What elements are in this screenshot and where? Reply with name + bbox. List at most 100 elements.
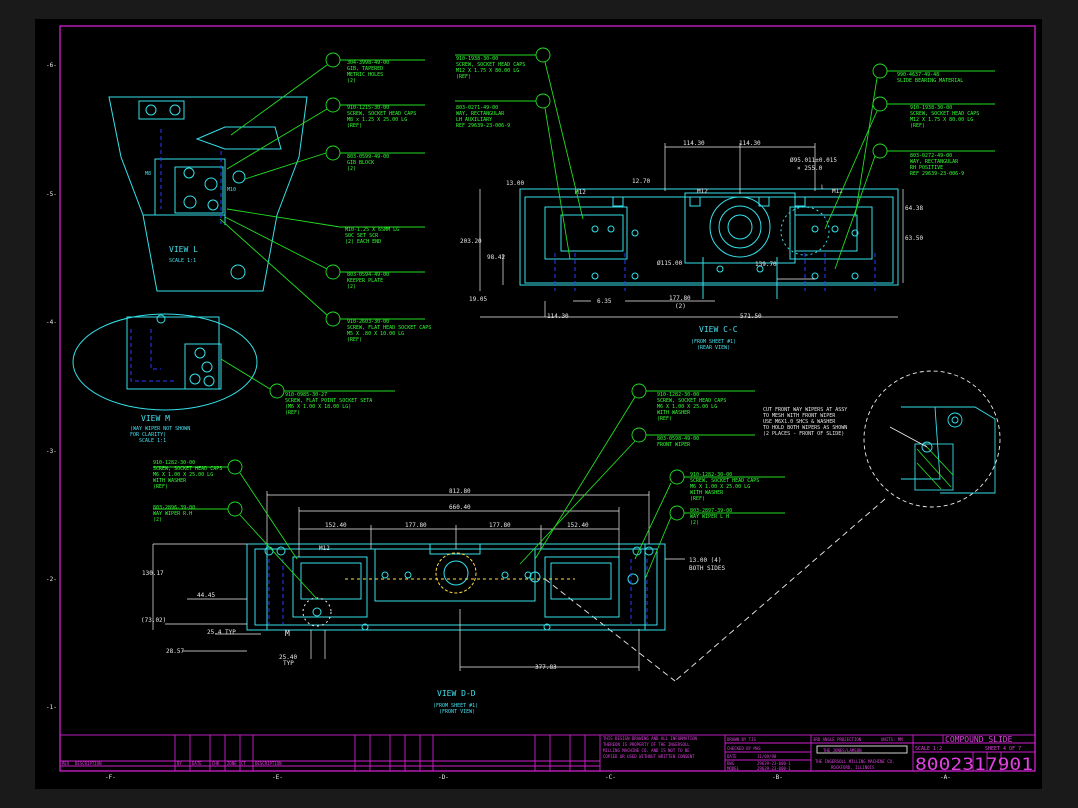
note-line: REF 29639-23-006-9 [456, 123, 510, 129]
view-cc-dim-text: 114.30 114.30 12.70 13.00 M12 M12 M12 Ø9… [460, 140, 923, 320]
model-value: 29639-23-000-1 [757, 766, 791, 771]
drawing-sheet: -6- -5- -4- -3- -2- -1- -F- -E- -D- -C- … [35, 19, 1042, 789]
dimension: 44.45 [197, 592, 215, 599]
detail-label: L [821, 184, 825, 191]
note-line: M10-1.25 X 65MM LG [345, 227, 399, 233]
view-dd [246, 543, 666, 631]
view-l-leaders [219, 52, 425, 327]
proprietary-note: MILLING MACHINE CO. AND IS NOT TO BE [603, 748, 690, 753]
view-cc-labels: VIEW C-C (FROM SHEET #1) (REAR VIEW) [691, 325, 738, 351]
dimension: 812.80 [449, 488, 471, 495]
note-line: WITH WASHER [690, 490, 724, 496]
rev-header: DESCRIPTION [255, 761, 282, 766]
rev-header: DATE [192, 761, 202, 766]
rev-header: DESCRIPTION [75, 761, 102, 766]
view-subtitle: (FROM SHEET #1) [433, 703, 478, 709]
note-line: M6 X 1.00 X 25.00 LG [153, 472, 213, 478]
view-dd-labels: VIEW D-D (FROM SHEET #1) (FRONT VIEW) [433, 689, 478, 715]
dimension: Ø115.00 [657, 260, 683, 267]
view-note: FOR CLARITY) [130, 432, 166, 438]
dimension: 114.30 [739, 140, 761, 147]
note-line: (REF) [153, 484, 168, 490]
view-subtitle: (FROM SHEET #1) [691, 339, 736, 345]
note-line: 990-4637-49-48 [897, 72, 939, 78]
note-line: M6 X 1.00 X 25.00 LG [657, 404, 717, 410]
cut-note: CUT FRONT WAY WIPERS AT ASSY TO MESH WIT… [763, 407, 847, 437]
note-line: (2) [347, 166, 356, 172]
note-line: SCREW, SOCKET HEAD CAPS [347, 111, 416, 117]
note-line: GIB, TAPERED [347, 66, 383, 72]
dimension: 12.70 [632, 178, 650, 185]
dimension: 377.83 [535, 664, 557, 671]
thread-label: M10 [227, 187, 236, 193]
thread-label: M12 [697, 188, 708, 195]
note-line: (2) EACH END [345, 239, 381, 245]
note-line: SCREW, SOCKET HEAD CAPS [153, 466, 222, 472]
note-line: FRONT WIPER [657, 442, 691, 448]
note-line: USE M6X1.0 SHCS & WASHER [763, 419, 836, 425]
note-line: (REF) [657, 416, 672, 422]
dimension: × 255.0 [797, 165, 823, 172]
view-l [108, 96, 308, 292]
dimension: 114.30 [683, 140, 705, 147]
note-line: 910-1938-30-00 [456, 56, 498, 62]
note-line: WAY, RECTANGULAR [456, 111, 505, 117]
view-m-callout: 910-0985-30-27 SCREW, FLAT POINT SOCKET … [285, 392, 372, 416]
note-line: WITH WASHER [657, 410, 691, 416]
note-line: SCREW, FLAT HEAD SOCKET CAPS [347, 325, 431, 331]
dimension: 64.38 [905, 205, 923, 212]
dimension: 98.42 [487, 254, 505, 261]
note-line: M5 X .80 X 10.00 LG [347, 331, 404, 337]
zone-label: -D- [438, 774, 449, 781]
zone-label: -C- [605, 774, 616, 781]
note-line: RH POSITIVE [910, 165, 943, 171]
view-scale: SCALE 1:1 [169, 258, 196, 264]
note-line: (REF) [690, 496, 705, 502]
dimension: 152.40 [567, 522, 589, 529]
view-dd-dim-text: 812.80 660.40 152.40 177.80 177.80 152.4… [141, 488, 726, 671]
dwg-label: DWG [727, 761, 735, 766]
note-line: TO HOLD BOTH WIPERS AS SHOWN [763, 425, 847, 431]
note-line: M6 X 1.00 X 25.00 LG [690, 484, 750, 490]
zone-label: -A- [940, 774, 951, 781]
note-line: 910-1938-30-00 [910, 105, 952, 111]
note-line: (2) [690, 520, 699, 526]
zone-label: -F- [105, 774, 116, 781]
thread-label: M12 [832, 188, 843, 195]
note-line: CUT FRONT WAY WIPERS AT ASSY [763, 407, 847, 413]
cut-note-leader [889, 426, 928, 448]
dimension: Ø95.011±0.015 [790, 157, 837, 164]
note-line: SCREW, SOCKET HEAD CAPS [657, 398, 726, 404]
thread-label: M8 [145, 171, 151, 177]
dimension: 114.30 [547, 313, 569, 320]
note-line: (2 PLACES - FRONT OF SLIDE) [763, 431, 844, 437]
note-line: WITH WASHER [153, 478, 187, 484]
dimension: 25.40 [279, 654, 297, 661]
zone-label: -E- [272, 774, 283, 781]
view-subtitle: (FRONT VIEW) [439, 709, 475, 715]
note-line: WAY, RECTANGULAR [910, 159, 959, 165]
note-line: SOC SET SCR [345, 233, 379, 239]
dimension: 139.70 [755, 261, 777, 268]
proprietary-note: COPIED OR USED WITHOUT WRITTEN CONSENT [603, 754, 695, 759]
note-line: 803-0599-49-00 [347, 154, 389, 160]
note-line: METRIC HOLES [347, 72, 383, 78]
dimension: 25.4 TYP [207, 629, 236, 636]
zone-label: -3- [46, 448, 57, 455]
view-cc-leaders [455, 47, 995, 270]
title-block-text: REV DESCRIPTION BY DATE CHK ZONE CT DESC… [62, 736, 1021, 771]
rev-header: CT [241, 761, 246, 766]
view-m [72, 313, 258, 411]
view-subtitle: (REAR VIEW) [697, 345, 730, 351]
view-cc [519, 188, 899, 299]
view-l-notes: 304-3998-49-00 GIB, TAPERED METRIC HOLES… [345, 60, 431, 343]
dimension: 63.50 [905, 235, 923, 242]
note-line: 910-1282-30-00 [690, 472, 732, 478]
proprietary-note: THIS DESIGN DRAWING AND ALL INFORMATION [603, 736, 698, 741]
note-line: (2) [347, 284, 356, 290]
projection-note: 3RD ANGLE PROJECTION [813, 737, 862, 742]
company-name: THE INGERSOLL MILLING MACHINE CO. [815, 759, 894, 764]
dimension: 19.05 [469, 296, 487, 303]
rev-header: REV [62, 761, 70, 766]
note-line: 910-1215-30-00 [347, 105, 389, 111]
